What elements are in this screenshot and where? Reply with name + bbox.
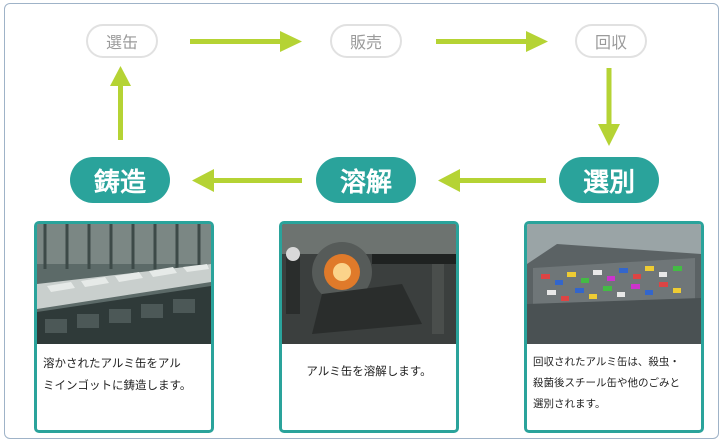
card-sorting-caption: 回収されたアルミ缶は、殺虫・ 殺菌後スチール缶や他のごみと 選別されます。 (533, 356, 680, 410)
arrow-left-icon (192, 169, 302, 192)
step-can-selection: 選缶 (86, 24, 158, 58)
card-casting-caption: 溶かされたアルミ缶をアル ミインゴットに鋳造します。 (43, 356, 192, 392)
arrow-up-icon (110, 66, 131, 140)
arrow-down-icon (598, 68, 620, 146)
step-melting: 溶解 (316, 157, 416, 203)
step-sales: 販売 (330, 24, 402, 58)
card-casting: 溶かされたアルミ缶をアル ミインゴットに鋳造します。 (34, 221, 214, 433)
photo-ingot-casting (37, 224, 211, 344)
card-melting-caption: アルミ缶を溶解します。 (306, 364, 432, 378)
arrow-left-icon (438, 169, 546, 192)
step-casting: 鋳造 (70, 157, 170, 203)
card-sorting: 回収されたアルミ缶は、殺虫・ 殺菌後スチール缶や他のごみと 選別されます。 (524, 221, 704, 433)
arrow-right-icon (436, 31, 548, 52)
arrow-right-icon (190, 31, 302, 52)
photo-collected-cans (527, 224, 701, 344)
photo-melting-furnace (282, 224, 456, 344)
step-collection: 回収 (575, 24, 647, 58)
step-sorting: 選別 (559, 157, 659, 203)
card-melting: アルミ缶を溶解します。 (279, 221, 459, 433)
